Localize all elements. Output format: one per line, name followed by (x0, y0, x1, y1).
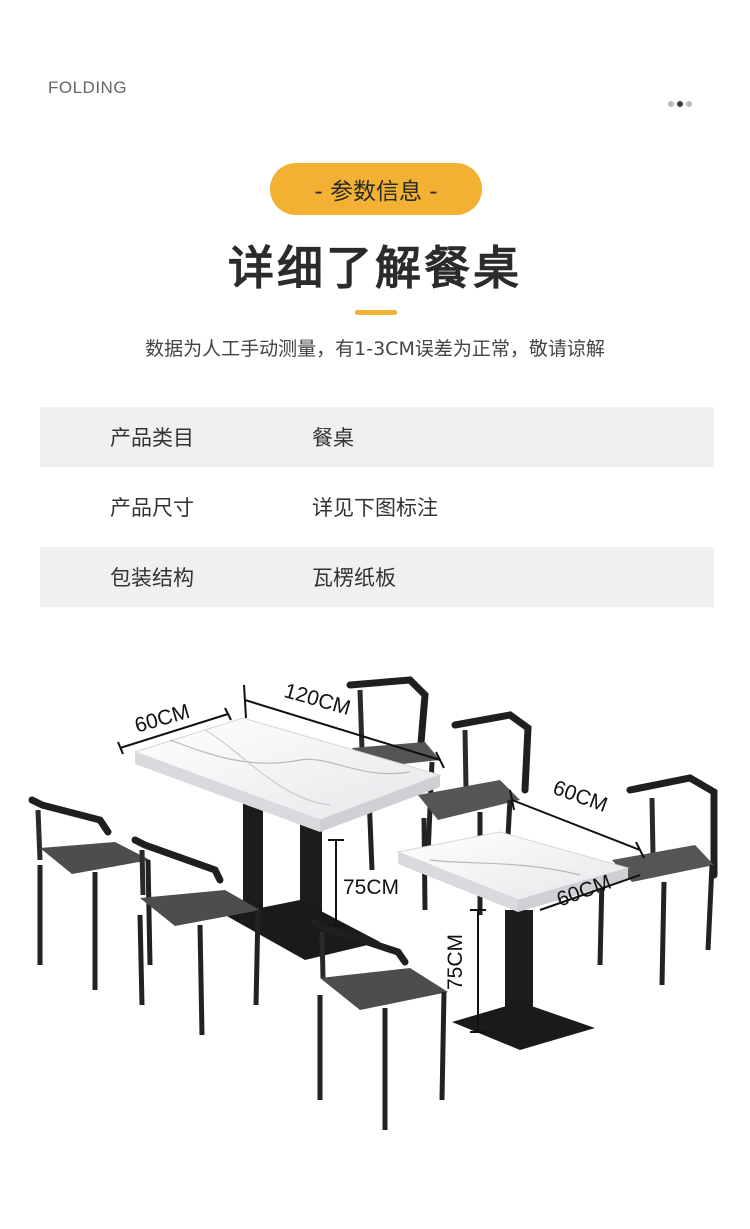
chair-left-far (28, 796, 153, 990)
chair-far-right (597, 774, 718, 986)
large-table (133, 717, 442, 960)
dim-large-width: 60CM (132, 700, 192, 738)
product-illustration: 60CM 120CM 75CM 60CM 60CM 75CM (28, 676, 718, 1130)
dot-2 (677, 101, 683, 107)
title-underline (355, 310, 397, 315)
spec-value: 餐桌 (312, 426, 354, 450)
spec-value: 瓦楞纸板 (312, 566, 396, 590)
spec-key: 产品尺寸 (110, 496, 194, 520)
spec-row-packaging: 包装结构 瓦楞纸板 (40, 547, 714, 607)
dim-large-height: 75CM (343, 876, 399, 899)
spec-row-size: 产品尺寸 详见下图标注 (40, 477, 714, 537)
dim-small-height: 75CM (444, 934, 467, 990)
chair-left-near (131, 836, 261, 1036)
brand-label: FOLDING (48, 78, 128, 97)
small-table (396, 831, 630, 1050)
chair-front (311, 918, 448, 1130)
spec-value: 详见下图标注 (312, 496, 438, 520)
spec-key: 产品类目 (110, 426, 194, 450)
dot-1 (668, 101, 674, 107)
dimension-lines (117, 684, 645, 1033)
page-title: 详细了解餐桌 (228, 241, 522, 295)
measurement-note: 数据为人工手动测量，有1-3CM误差为正常，敬请谅解 (145, 338, 605, 360)
dim-small-width: 60CM (550, 776, 611, 817)
spec-row-category: 产品类目 餐桌 (40, 407, 714, 467)
spec-table: 产品类目 餐桌 产品尺寸 详见下图标注 包装结构 瓦楞纸板 (40, 407, 714, 617)
more-options-icon[interactable] (668, 92, 695, 107)
spec-key: 包装结构 (110, 566, 194, 590)
section-pill: - 参数信息 - (270, 163, 482, 215)
dot-3 (686, 101, 692, 107)
